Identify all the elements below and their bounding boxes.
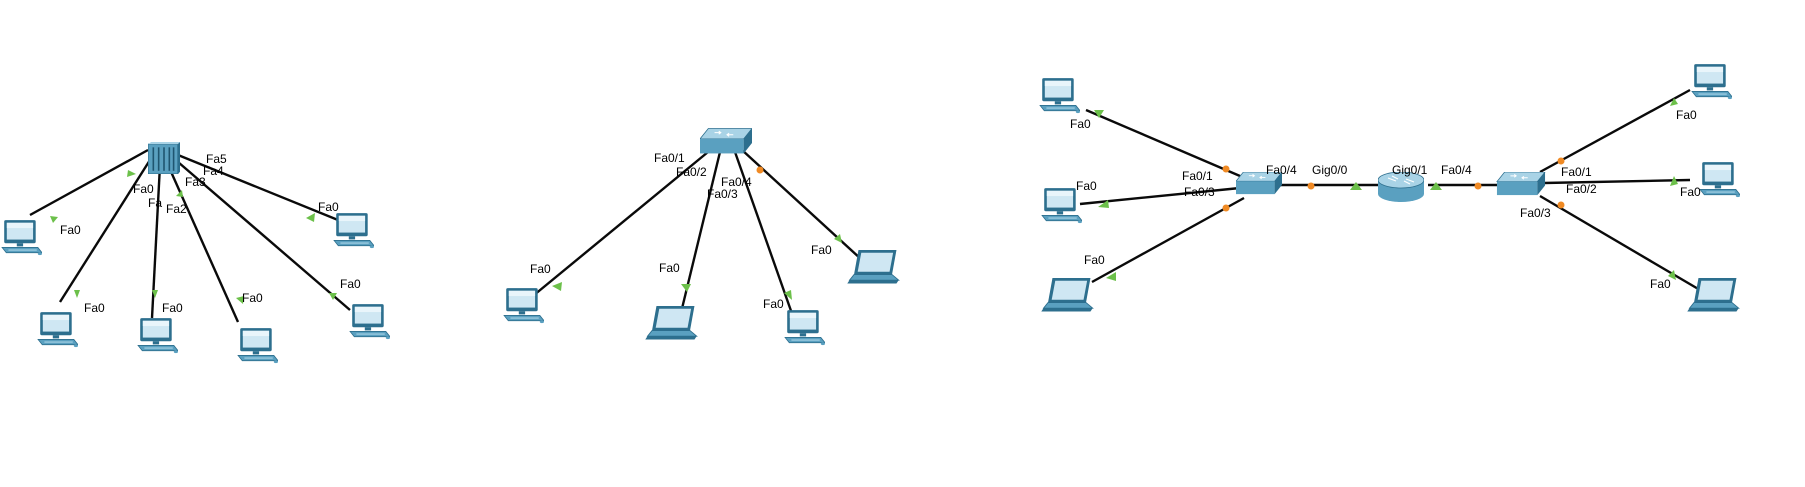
- link-status-up-icon: [784, 290, 792, 300]
- cable: [1543, 178, 1691, 185]
- port-label: Fa0: [162, 301, 183, 315]
- link-status-up-icon: [1106, 272, 1116, 281]
- link-status-up-icon: [1668, 270, 1676, 280]
- link-status-pending-icon: [1557, 157, 1565, 165]
- port-label: Fa0/4: [1441, 163, 1472, 177]
- pc-icon[interactable]: [784, 310, 825, 346]
- hub-topology: Fa0 Fa Fa2 Fa3 Fa4 Fa5 Fa0 Fa0 Fa0 Fa0 F…: [1, 142, 390, 364]
- pc-icon[interactable]: [137, 318, 178, 354]
- pc-icon[interactable]: [1, 220, 42, 256]
- cable: [1079, 186, 1241, 206]
- link-status-up-icon: [176, 190, 183, 197]
- link-status-up-icon: [74, 290, 80, 298]
- pc-icon[interactable]: [1039, 78, 1080, 114]
- cable: [1091, 196, 1245, 284]
- port-label: Fa0/4: [721, 175, 752, 189]
- link-status-up-icon: [834, 234, 842, 243]
- cable: [733, 151, 798, 326]
- router-topology: Fa0/1 Fa0/3 Fa0/4 Gig0/0 Gig0/1 Fa0/4 Fa…: [1039, 64, 1740, 313]
- port-label: Fa0: [530, 262, 551, 276]
- pc-icon[interactable]: [1041, 188, 1082, 224]
- port-label: Fa0/3: [707, 187, 738, 201]
- pc-icon[interactable]: [503, 288, 544, 324]
- link-status-up-icon: [50, 216, 58, 223]
- port-label: Fa0: [318, 200, 339, 214]
- port-label: Fa0/3: [1520, 206, 1551, 220]
- link-status-up-icon: [1350, 182, 1362, 190]
- cable: [177, 153, 339, 222]
- link-status-up-icon: [681, 284, 691, 292]
- pc-icon[interactable]: [1699, 162, 1740, 198]
- port-label: Fa0: [1676, 108, 1697, 122]
- port-label: Fa0/1: [1182, 169, 1213, 183]
- cable: [166, 164, 240, 323]
- link-status-pending-icon: [1557, 201, 1565, 209]
- port-label: Fa0: [1076, 179, 1097, 193]
- cable: [676, 151, 722, 326]
- cable: [1539, 88, 1691, 174]
- link-status-up-icon: [1430, 182, 1442, 190]
- port-label: Gig0/1: [1392, 163, 1428, 177]
- port-label: Fa3: [185, 175, 206, 189]
- pc-icon[interactable]: [1691, 64, 1732, 100]
- link-status-pending-icon: [1307, 182, 1315, 190]
- port-label: Fa0: [242, 291, 263, 305]
- cable: [177, 161, 351, 311]
- port-label: Fa0/1: [654, 151, 685, 165]
- port-label: Fa: [148, 196, 162, 210]
- link-status-pending-icon: [1222, 204, 1230, 212]
- link-status-up-icon: [1670, 176, 1678, 186]
- pc-icon[interactable]: [349, 304, 390, 340]
- link-status-up-icon: [1098, 200, 1109, 208]
- cable: [527, 151, 709, 301]
- link-status-pending-icon: [1222, 165, 1230, 173]
- cable: [58, 159, 152, 303]
- port-label: Fa0/2: [1566, 182, 1597, 196]
- link-status-pending-icon: [1474, 182, 1482, 190]
- link-status-up-icon: [1670, 98, 1678, 106]
- switch-icon[interactable]: [1496, 172, 1546, 196]
- laptop-icon[interactable]: [644, 306, 698, 341]
- port-label: Fa0: [84, 301, 105, 315]
- switch-icon[interactable]: [700, 128, 752, 154]
- port-label: Fa0: [1680, 185, 1701, 199]
- pc-icon[interactable]: [333, 213, 374, 249]
- port-label: Fa2: [166, 202, 187, 216]
- cable: [1539, 194, 1701, 292]
- port-label: Fa5: [206, 152, 227, 166]
- cable: [1085, 108, 1241, 178]
- link-status-up-icon: [1094, 110, 1104, 118]
- link-status-up-icon: [236, 296, 244, 304]
- port-label: Gig0/0: [1312, 163, 1348, 177]
- port-label: Fa0/2: [676, 165, 707, 179]
- pc-icon[interactable]: [37, 312, 78, 348]
- port-label: Fa0/3: [1184, 185, 1215, 199]
- link-status-up-icon: [127, 170, 136, 177]
- link-status-up-icon: [152, 290, 158, 298]
- port-label: Fa0/4: [1266, 163, 1297, 177]
- cable: [29, 148, 149, 217]
- link-status-pending-icon: [756, 166, 764, 174]
- port-label: Fa0: [763, 297, 784, 311]
- link-status-up-icon: [552, 282, 562, 291]
- port-label: Fa0: [1070, 117, 1091, 131]
- port-label: Fa0: [811, 243, 832, 257]
- port-label: Fa0: [1650, 277, 1671, 291]
- port-label: Fa0/1: [1561, 165, 1592, 179]
- switch-topology: Fa0/1 Fa0/2 Fa0/3 Fa0/4 Fa0 Fa0 Fa0 Fa0: [503, 128, 900, 346]
- link-status-up-icon: [329, 293, 337, 300]
- port-label: Fa0: [1084, 253, 1105, 267]
- port-label: Fa0: [133, 182, 154, 196]
- port-label: Fa4: [203, 164, 224, 178]
- pc-icon[interactable]: [237, 328, 278, 364]
- laptop-icon[interactable]: [1040, 278, 1094, 313]
- port-label: Fa0: [340, 277, 361, 291]
- port-label: Fa0: [60, 223, 81, 237]
- port-label: Fa0: [659, 261, 680, 275]
- laptop-icon[interactable]: [1686, 278, 1740, 313]
- link-status-up-icon: [306, 213, 315, 222]
- hub-icon[interactable]: [148, 142, 180, 174]
